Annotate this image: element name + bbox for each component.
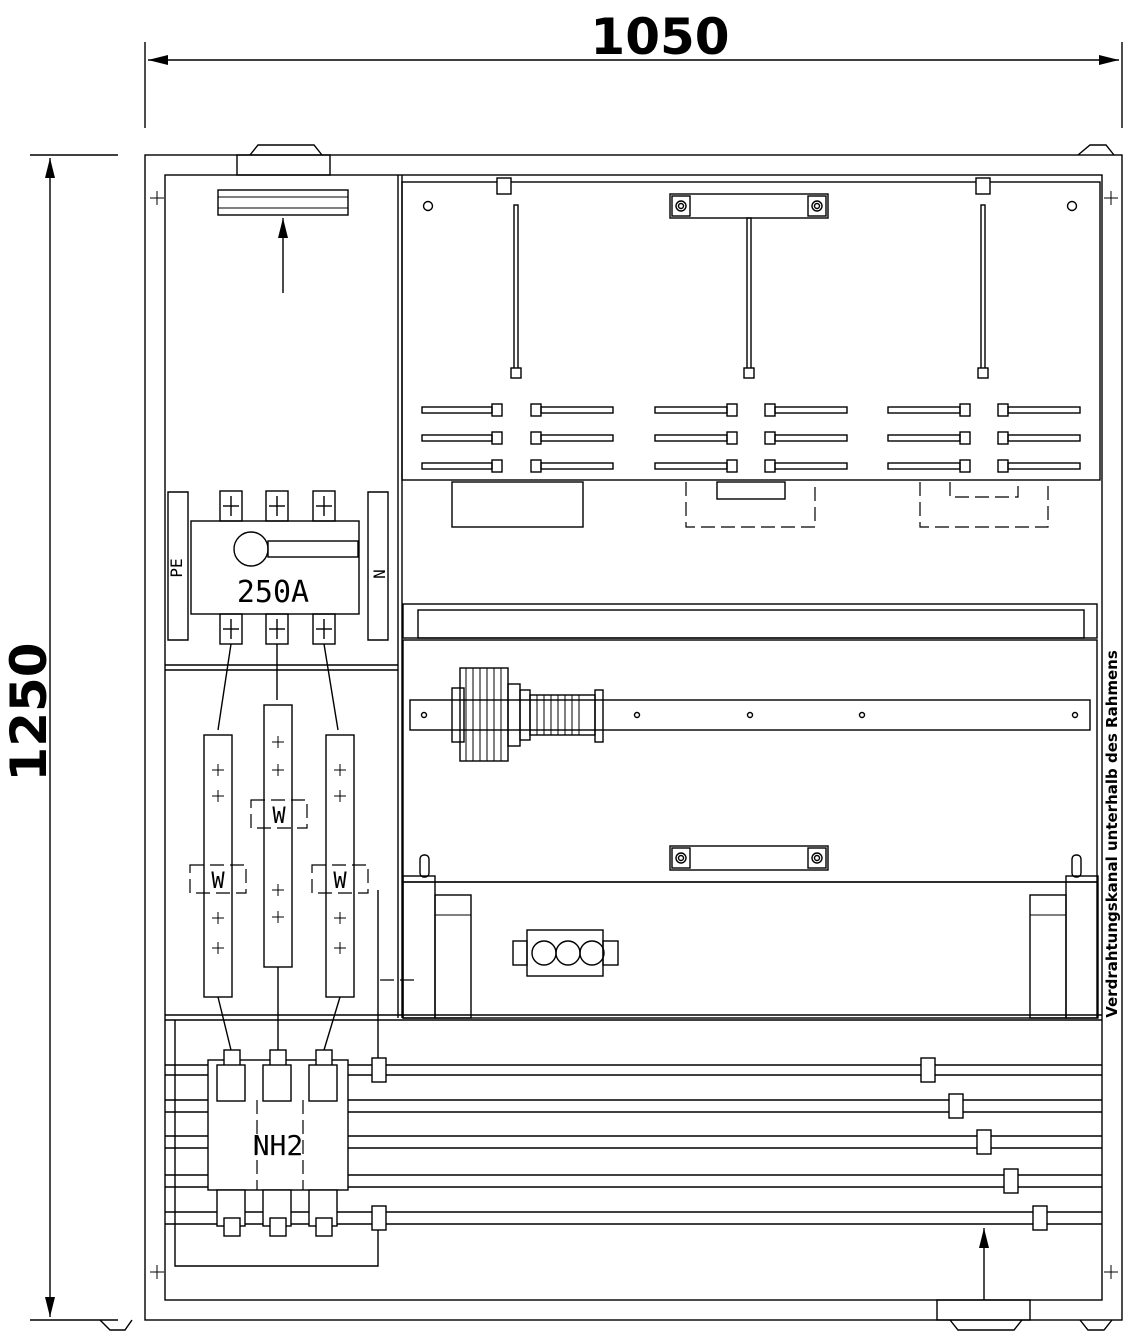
fuse-mark-left: W <box>211 869 225 894</box>
pe-label: PE <box>167 558 186 577</box>
fuse-mark-middle: W <box>272 804 286 829</box>
n-label: N <box>370 569 389 579</box>
fuse-holders: W W W <box>189 704 379 1058</box>
wiring-channel-note: Verdrahtungskanal unterhalb des Rahmens <box>1103 650 1121 1018</box>
width-dimension-label: 1050 <box>590 8 729 66</box>
meter-panel <box>401 177 1101 528</box>
height-dimension-label: 1250 <box>0 642 58 781</box>
main-switch: 250A PE N <box>167 490 389 731</box>
fuse-base-label: NH2 <box>253 1129 304 1162</box>
nh2-fuse-base: NH2 <box>207 1049 349 1237</box>
height-dimension: 1250 <box>0 154 118 1321</box>
top-din-rail <box>217 189 349 293</box>
width-dimension: 1050 <box>144 8 1123 128</box>
main-switch-rating: 250A <box>237 575 309 610</box>
busbar-section <box>380 603 1099 1019</box>
cabinet-frame <box>99 144 1123 1331</box>
fuse-mark-right: W <box>333 869 347 894</box>
